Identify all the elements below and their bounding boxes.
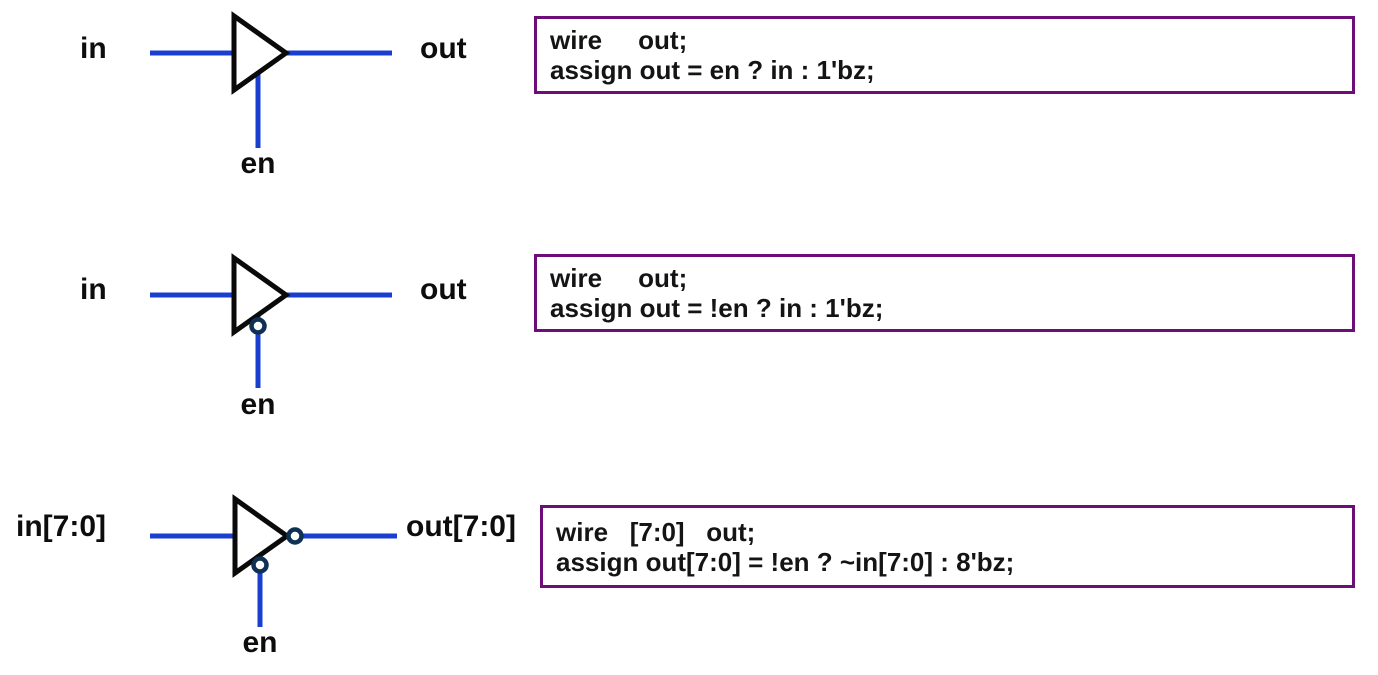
- buffer-symbol-inverting-bus: [150, 494, 397, 627]
- inversion-bubble-output: [286, 527, 304, 545]
- output-label: out[7:0]: [406, 510, 516, 543]
- input-label: in[7:0]: [16, 510, 106, 543]
- code-line-2: assign out = !en ? in : 1'bz;: [550, 293, 884, 323]
- buffer-symbol-active-low: [150, 253, 392, 388]
- verilog-code-box: wire [7:0] out; assign out[7:0] = !en ? …: [540, 505, 1355, 588]
- inversion-bubble-enable: [251, 556, 269, 574]
- code-line-1: wire out;: [550, 25, 688, 55]
- enable-label: en: [240, 388, 276, 421]
- buffer-triangle: [231, 253, 291, 337]
- buffer-symbol-active-high: [150, 11, 392, 148]
- code-line-2: assign out = en ? in : 1'bz;: [550, 55, 875, 85]
- enable-label: en: [242, 626, 278, 659]
- input-label: in: [80, 32, 107, 65]
- code-line-1: wire [7:0] out;: [556, 517, 756, 547]
- code-line-1: wire out;: [550, 263, 688, 293]
- enable-label: en: [240, 147, 276, 180]
- output-label: out: [420, 32, 467, 65]
- code-line-2: assign out[7:0] = !en ? ~in[7:0] : 8'bz;: [556, 547, 1015, 577]
- input-label: in: [80, 273, 107, 306]
- inversion-bubble-enable: [249, 317, 267, 335]
- verilog-code-box: wire out; assign out = en ? in : 1'bz;: [534, 16, 1355, 94]
- buffer-triangle: [232, 494, 292, 578]
- buffer-triangle: [231, 11, 291, 95]
- output-label: out: [420, 273, 467, 306]
- verilog-code-box: wire out; assign out = !en ? in : 1'bz;: [534, 254, 1355, 332]
